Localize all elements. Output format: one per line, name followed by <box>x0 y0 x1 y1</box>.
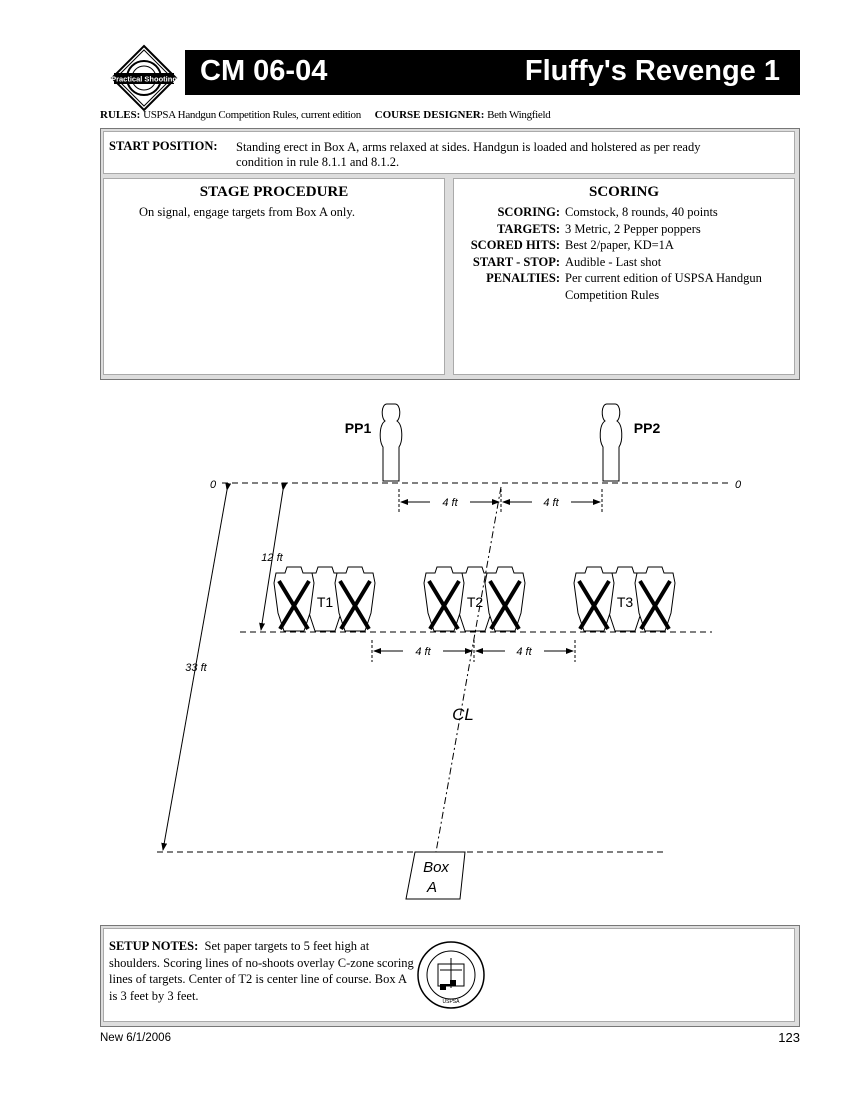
uspsa-seal-icon: USPSA <box>417 941 485 1009</box>
setup-notes-text: Set paper targets to 5 feet high at shou… <box>109 939 414 1003</box>
dim-4ft-c: 4 ft <box>415 646 431 658</box>
noshoot-t1-left <box>272 565 316 633</box>
setup-notes: SETUP NOTES: Set paper targets to 5 feet… <box>109 938 414 1004</box>
zero-right-label: 0 <box>735 479 742 491</box>
designer-value: Beth Wingfield <box>487 109 551 121</box>
dim-4ft-b: 4 ft <box>543 497 559 509</box>
scoring-label: SCORING: <box>497 205 560 219</box>
scoring-box <box>453 178 795 375</box>
scored-hits-value: Best 2/paper, KD=1A <box>565 238 674 252</box>
dim-4ft-a: 4 ft <box>442 497 458 509</box>
t3-label: T3 <box>617 594 634 610</box>
noshoot-t3-left <box>572 565 616 633</box>
rules-line: RULES: USPSA Handgun Competition Rules, … <box>100 109 551 121</box>
start-stop-value: Audible - Last shot <box>565 255 662 269</box>
start-position-box <box>103 131 795 174</box>
targets-label: TARGETS: <box>497 222 560 236</box>
stage-procedure-heading: STAGE PROCEDURE <box>199 184 349 200</box>
dim-12ft: 12 ft <box>261 552 283 564</box>
pp2-label: PP2 <box>634 420 661 436</box>
page-number: 123 <box>778 1030 800 1045</box>
rules-value: USPSA Handgun Competition Rules, current… <box>143 109 361 121</box>
noshoot-t2-right <box>483 565 527 633</box>
box-a-label-2: A <box>426 879 437 896</box>
centerline-symbol: CL <box>452 705 474 724</box>
targets-value: 3 Metric, 2 Pepper poppers <box>565 222 701 236</box>
seal-text: USPSA <box>443 999 461 1005</box>
noshoot-t3-right <box>633 565 677 633</box>
t2-label: T2 <box>467 594 484 610</box>
pp1-label: PP1 <box>345 420 372 436</box>
title-bar: CM 06-04 Fluffy's Revenge 1 <box>185 50 800 95</box>
popper-pp2 <box>599 403 623 482</box>
footer-date: New 6/1/2006 <box>100 1032 171 1044</box>
start-position-label: START POSITION: <box>109 139 218 153</box>
center-line <box>435 486 502 853</box>
rules-label: RULES: <box>100 109 141 121</box>
popper-pp1 <box>379 403 403 482</box>
stage-name: Fluffy's Revenge 1 <box>524 55 780 87</box>
stage-procedure-box <box>103 178 445 375</box>
box-a-label-1: Box <box>423 859 449 876</box>
penalties-label: PENALTIES: <box>486 271 560 285</box>
scored-hits-label: SCORED HITS: <box>470 238 560 252</box>
noshoot-t2-left <box>422 565 466 633</box>
zero-left-label: 0 <box>210 479 217 491</box>
start-position-line2: condition in rule 8.1.1 and 8.1.2. <box>236 155 400 169</box>
course-code: CM 06-04 <box>200 55 328 87</box>
dim-4ft-d: 4 ft <box>516 646 532 658</box>
stage-diagram: 0 0 PP1 PP2 4 ft 4 ft 12 ft 33 ft T1 T2 … <box>157 403 742 900</box>
practical-shooting-logo: Practical Shooting <box>110 44 178 112</box>
stage-procedure-text: On signal, engage targets from Box A onl… <box>139 205 355 219</box>
noshoot-t1-right <box>333 565 377 633</box>
t1-label: T1 <box>317 594 334 610</box>
dim-33ft: 33 ft <box>185 662 207 674</box>
logo-text: Practical Shooting <box>111 75 177 84</box>
box-a <box>405 851 466 900</box>
start-position-line1: Standing erect in Box A, arms relaxed at… <box>236 140 701 154</box>
setup-notes-label: SETUP NOTES: <box>109 939 199 953</box>
designer-label: COURSE DESIGNER: <box>374 109 485 121</box>
start-stop-label: START - STOP: <box>472 255 560 269</box>
penalties-value: Per current edition of USPSA Handgun Com… <box>565 271 762 302</box>
scoring-heading: SCORING <box>588 184 659 200</box>
scoring-value: Comstock, 8 rounds, 40 points <box>565 205 718 219</box>
